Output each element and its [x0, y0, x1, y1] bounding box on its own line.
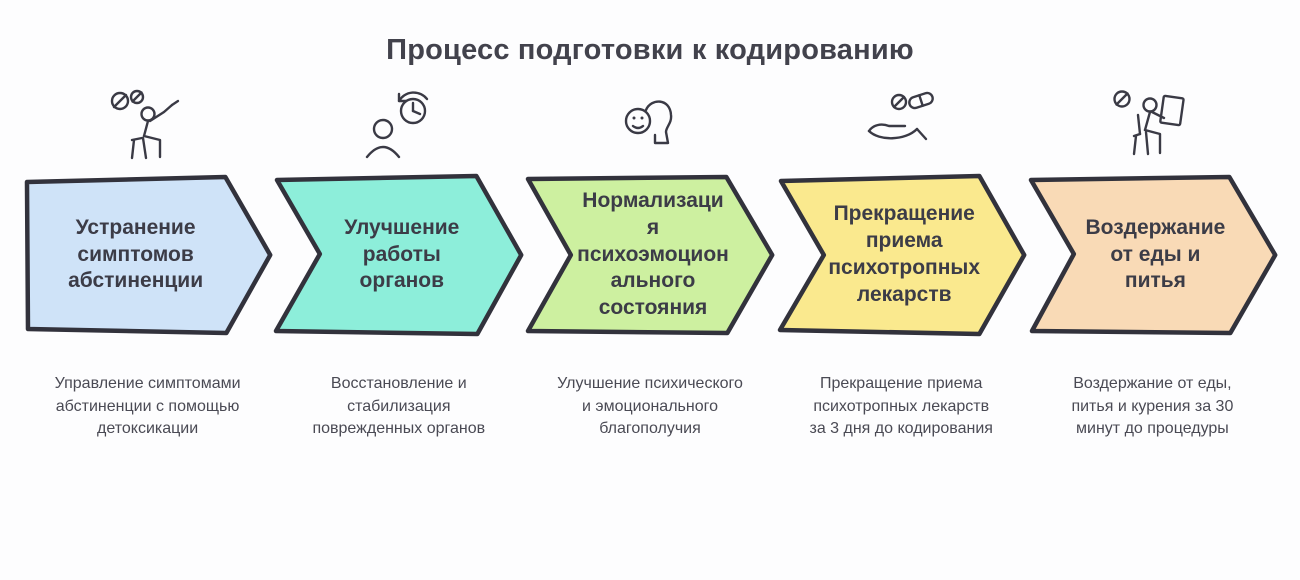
chevron-2: Улучшение работы органов [273, 173, 524, 337]
chevron-shape [24, 174, 273, 336]
step-title: Воздержание от еды и питья [1085, 215, 1226, 293]
recovery-clock-person-icon [273, 75, 524, 173]
step-description: Улучшение психического и эмоционального … [557, 375, 743, 438]
step-title: Улучшение работы органов [344, 215, 460, 293]
process-steps: Устранение симптомов абстиненции Управле… [0, 75, 1300, 441]
step-description: Прекращение приема психотропных лекарств… [809, 375, 993, 438]
chevron-1: Устранение симптомов абстиненции [22, 173, 273, 337]
step-5: Воздержание от еды и питья Воздержание о… [1027, 75, 1278, 441]
step-title: Прекращение приема психотропных лекарств [828, 202, 981, 306]
step-title: Устранение симптомов абстиненции [68, 215, 204, 293]
fasting-person-icon [1027, 75, 1278, 173]
chevron-shape [1028, 174, 1278, 336]
diagram-title: Процесс подготовки к кодированию [386, 34, 914, 66]
step-description: Восстановление и стабилизация поврежденн… [312, 375, 486, 438]
step-3: Нормализация психоэмоционального состоян… [524, 75, 775, 441]
step-4: Прекращение приема психотропных лекарств… [776, 75, 1027, 441]
step-description: Воздержание от еды, питья и курения за 3… [1071, 375, 1234, 438]
chevron-shape [273, 173, 524, 337]
step-2: Улучшение работы органов Восстановление … [273, 75, 524, 441]
chevron-3: Нормализация психоэмоционального состоян… [524, 173, 775, 337]
chevron-4: Прекращение приема психотропных лекарств [776, 173, 1027, 337]
step-title: Нормализация психоэмоционального состоян… [577, 188, 729, 320]
hand-holding-pills-icon [776, 75, 1027, 173]
chevron-5: Воздержание от еды и питья [1027, 173, 1278, 337]
withdrawal-person-icon [22, 75, 273, 173]
chevron-shape [777, 173, 1027, 337]
emotional-state-head-icon [524, 75, 775, 173]
step-1: Устранение симптомов абстиненции Управле… [22, 75, 273, 441]
step-description: Управление симптомами абстиненции с помо… [54, 375, 241, 438]
chevron-shape [526, 174, 775, 336]
